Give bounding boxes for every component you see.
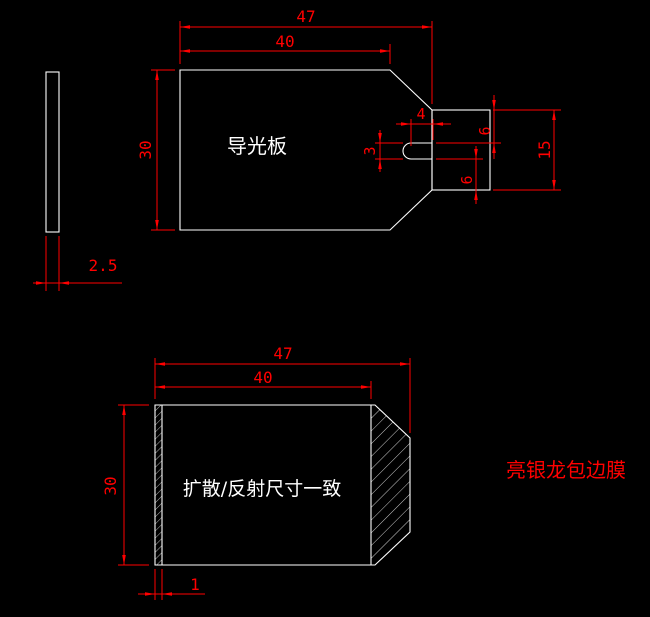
dim-text-thickness[interactable]: 2.5 (89, 256, 118, 275)
side-view-outline[interactable] (45, 71, 60, 233)
film-inner-lines[interactable] (161, 405, 372, 565)
dim-text-b-height[interactable]: 30 (101, 476, 120, 495)
top-dim-text-layer: 47 40 30 2.5 4 3 6 6 15 (36, 7, 556, 285)
slot-outline[interactable] (402, 142, 432, 160)
dim-width-flat-lines[interactable] (180, 44, 391, 64)
part-label-bottom: 扩散/反射尺寸一致 (183, 478, 341, 500)
right-band-hatch[interactable] (371, 405, 410, 565)
bottom-geometry-layer (154, 404, 411, 566)
dim-text-height[interactable]: 30 (136, 140, 155, 159)
dim-text-b-width-flat[interactable]: 40 (253, 368, 272, 387)
top-geometry-layer (45, 69, 491, 233)
led-tab-outline[interactable] (431, 109, 491, 191)
dim-height-lines[interactable] (151, 69, 175, 231)
bottom-drawing: 扩散/反射尺寸一致 47 40 30 1 亮银龙包边膜 (101, 344, 626, 600)
dim-b-width-total-lines[interactable] (154, 358, 411, 433)
dim-text-b-edge[interactable]: 1 (190, 575, 200, 594)
dim-tab-height-lines[interactable] (493, 109, 561, 191)
dim-thickness-arrows (36, 281, 69, 285)
top-dim-lines-layer (33, 21, 561, 291)
dim-b-edge-arrows (145, 592, 172, 596)
film-note-label[interactable]: 亮银龙包边膜 (506, 458, 626, 482)
dim-text-slot-depth[interactable]: 4 (416, 105, 425, 123)
left-edge-hatch[interactable] (155, 405, 162, 565)
dim-width-total-lines[interactable] (179, 21, 433, 104)
top-drawing: 导光板 47 40 30 2.5 (33, 7, 561, 291)
film-outline[interactable] (154, 404, 411, 566)
dim-text-slot-width[interactable]: 3 (361, 146, 379, 155)
dim-b-height-lines[interactable] (118, 404, 149, 566)
dim-text-offset-top[interactable]: 6 (476, 126, 494, 135)
dim-text-width-flat[interactable]: 40 (275, 32, 294, 51)
dim-thickness-lines[interactable] (33, 236, 122, 291)
part-label-top: 导光板 (227, 134, 287, 158)
dim-slot-width-arrows (378, 133, 382, 169)
dim-slot-depth-arrows (401, 122, 443, 126)
dim-text-b-width-total[interactable]: 47 (273, 344, 292, 363)
dim-text-width-total[interactable]: 47 (296, 7, 315, 26)
dim-text-tab-height[interactable]: 15 (535, 140, 554, 159)
dim-text-offset-bottom[interactable]: 6 (458, 175, 476, 184)
bottom-dim-text-layer: 47 40 30 1 亮银龙包边膜 (101, 344, 626, 596)
dim-b-width-flat-lines[interactable] (155, 381, 372, 399)
